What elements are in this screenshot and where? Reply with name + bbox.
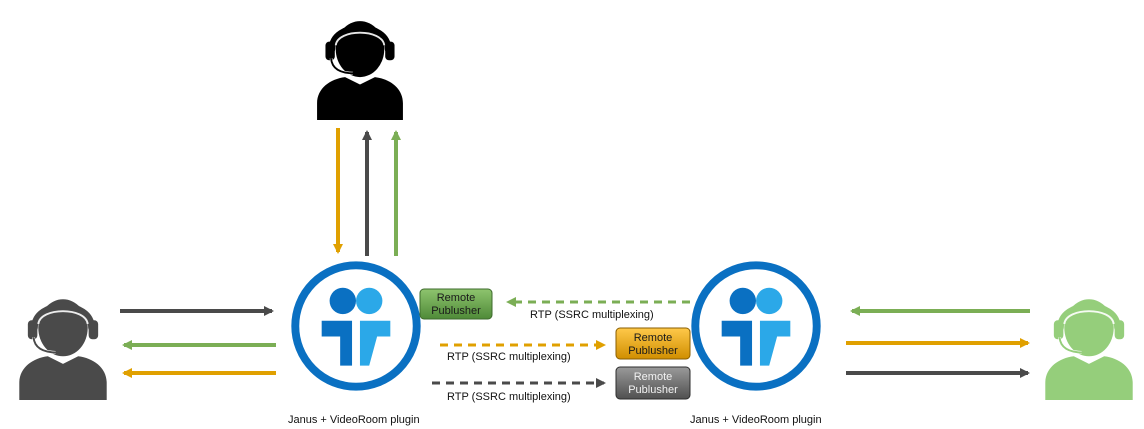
server-left-label: Janus + VideoRoom plugin: [288, 414, 420, 426]
badge-orange-line2: Publusher: [628, 345, 678, 357]
remote-publisher-badge-green: Remote Publusher: [419, 288, 493, 320]
badge-gray-line2: Publusher: [628, 384, 678, 396]
server-right-label: Janus + VideoRoom plugin: [690, 414, 822, 426]
rtp-label-orange: RTP (SSRC multiplexing): [447, 351, 571, 363]
remote-publisher-badge-orange: Remote Publusher: [615, 327, 691, 360]
top-participant-icon: [317, 21, 403, 120]
badge-gray-line1: Remote: [634, 371, 673, 383]
rtp-label-dark: RTP (SSRC multiplexing): [447, 391, 571, 403]
janus-right-logo-icon: [695, 265, 816, 386]
rtp-label-green: RTP (SSRC multiplexing): [530, 309, 654, 321]
janus-left-logo-icon: [295, 265, 416, 386]
badge-green-line1: Remote: [437, 292, 476, 304]
right-participant-icon: [1045, 299, 1132, 400]
badge-orange-line1: Remote: [634, 332, 673, 344]
left-participant-icon: [19, 299, 106, 400]
badge-green-line2: Publusher: [431, 305, 481, 317]
remote-publisher-badge-gray: Remote Publusher: [615, 366, 691, 400]
